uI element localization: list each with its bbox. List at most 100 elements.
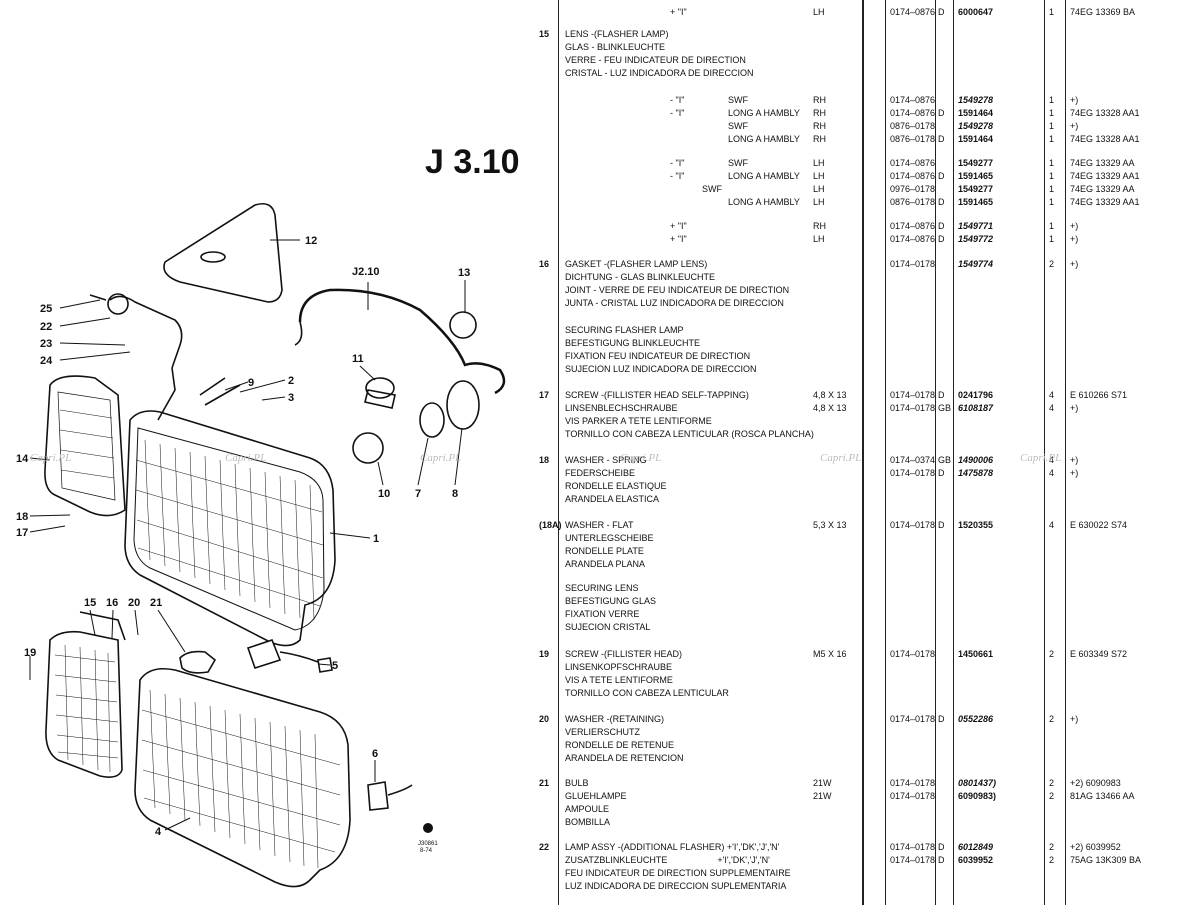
callout-25: 25: [40, 303, 52, 315]
quantity: 2: [1049, 855, 1055, 865]
description-line: DICHTUNG - GLAS BLINKLEUCHTE: [565, 272, 716, 282]
part-number: 1549278: [958, 121, 994, 131]
side: RH: [813, 121, 826, 131]
section-code: J 3.10: [425, 143, 520, 181]
date-range: 0174–0178: [890, 403, 936, 413]
ref-number: 22: [539, 842, 550, 852]
headlamp-upper: [124, 410, 336, 647]
part-number: 1549277: [958, 158, 994, 168]
remark: 74EG 13369 BA: [1070, 7, 1136, 17]
market-flag: D: [938, 842, 945, 852]
variant-code: + "I": [670, 234, 687, 244]
date-range: 0174–0876: [890, 95, 936, 105]
side: LH: [813, 7, 825, 17]
part-description: SECURING LENS BEFESTIGUNG GLAS FIXATION VE…: [565, 582, 656, 634]
remark: +): [1070, 221, 1079, 231]
part-number: 6090983): [958, 791, 997, 801]
description-line: GLUEHLAMPE: [565, 791, 627, 801]
description-line: SCREW -(FILLISTER HEAD SELF-TAPPING): [565, 390, 749, 400]
market-flag: D: [938, 234, 945, 244]
callout-20: 20: [128, 597, 140, 609]
part-number: 6039952: [958, 855, 994, 865]
description-line: VERLIERSCHUTZ: [565, 727, 641, 737]
quantity: 1: [1049, 134, 1055, 144]
market-flag: D: [938, 171, 945, 181]
column-divider: [862, 0, 867, 905]
callout-16: 16: [106, 597, 118, 609]
variant-code: - "I": [670, 158, 685, 168]
callout-17: 17: [16, 527, 28, 539]
variant-supplier: SWF: [728, 121, 748, 131]
market-flag: D: [938, 468, 945, 478]
variant-supplier: LONG A HAMBLY: [728, 134, 800, 144]
callout-j2-10: J2.10: [352, 266, 380, 278]
side: LH: [813, 158, 825, 168]
date-range: 0174–0876: [890, 7, 936, 17]
quantity: 1: [1049, 197, 1055, 207]
part-description: LAMP ASSY -(ADDITIONAL FLASHER) +'I','DK…: [565, 841, 791, 893]
description-line: SCREW -(FILLISTER HEAD): [565, 649, 683, 659]
variant-supplier: LONG A HAMBLY: [728, 197, 800, 207]
date-range: 0174–0178: [890, 842, 936, 852]
remark: +): [1070, 259, 1079, 269]
ref-number: 16: [539, 259, 550, 269]
remark: +): [1070, 714, 1079, 724]
part-number: 0552286: [958, 714, 994, 724]
part-description: SCREW -(FILLISTER HEAD SELF-TAPPING)LINS…: [565, 389, 814, 441]
description-line: FIXATION VERRE: [565, 609, 640, 619]
market-flag: D: [938, 221, 945, 231]
date-range: 0174–0374: [890, 455, 936, 465]
side: RH: [813, 108, 826, 118]
part-number: 6012849: [958, 842, 994, 852]
description-line: RONDELLE PLATE: [565, 546, 644, 556]
description-line: ZUSATZBLINKLEUCHTE +'I','DK','J','N': [565, 855, 770, 865]
part-number: 0241796: [958, 390, 994, 400]
quantity: 2: [1049, 714, 1055, 724]
variant-code: + "I": [670, 7, 687, 17]
ref-number: (18A): [539, 520, 562, 530]
description-line: SECURING FLASHER LAMP: [565, 325, 684, 335]
quantity: 1: [1049, 221, 1055, 231]
variant-supplier: SWF: [702, 184, 722, 194]
spec: 4,8 X 13: [813, 390, 847, 400]
callout-19: 19: [24, 647, 36, 659]
quantity: 4: [1049, 520, 1055, 530]
date-range: 0174–0178: [890, 791, 936, 801]
variant-supplier: SWF: [728, 95, 748, 105]
part-number: 1549774: [958, 259, 994, 269]
side: LH: [813, 171, 825, 181]
quantity: 1: [1049, 121, 1055, 131]
date-range: 0174–0178: [890, 855, 936, 865]
callout-21: 21: [150, 597, 162, 609]
variant-code: + "I": [670, 221, 687, 231]
date-range: 0174–0178: [890, 714, 936, 724]
date-range: 0976–0178: [890, 184, 936, 194]
remark: +): [1070, 234, 1079, 244]
variant-supplier: SWF: [728, 158, 748, 168]
column-divider: [1065, 0, 1066, 905]
remark: 74EG 13329 AA1: [1070, 171, 1140, 181]
description-line: GLAS - BLINKLEUCHTE: [565, 42, 666, 52]
description-line: WASHER -(RETAINING): [565, 714, 664, 724]
description-line: SECURING LENS: [565, 583, 639, 593]
callout-1: 1: [373, 533, 379, 545]
side: RH: [813, 95, 826, 105]
callout-22: 22: [40, 321, 52, 333]
ref-number: 21: [539, 778, 550, 788]
date-range: 0174–0876: [890, 108, 936, 118]
variant-supplier: LONG A HAMBLY: [728, 171, 800, 181]
flasher-lamp-upper: [44, 375, 126, 517]
watermark: Capri.PL: [1020, 452, 1062, 464]
callout-9: 9: [248, 377, 254, 389]
ref-number: 15: [539, 29, 550, 39]
column-divider: [558, 0, 559, 905]
description-line: TORNILLO CON CABEZA LENTICULAR: [565, 688, 729, 698]
description-line: BEFESTIGUNG GLAS: [565, 596, 657, 606]
remark: 74EG 13329 AA: [1070, 158, 1135, 168]
remark: +): [1070, 468, 1079, 478]
side: LH: [813, 184, 825, 194]
callout-4: 4: [155, 826, 162, 838]
quantity: 4: [1049, 390, 1055, 400]
date-range: 0174–0178: [890, 259, 936, 269]
description-line: RONDELLE ELASTIQUE: [565, 481, 667, 491]
